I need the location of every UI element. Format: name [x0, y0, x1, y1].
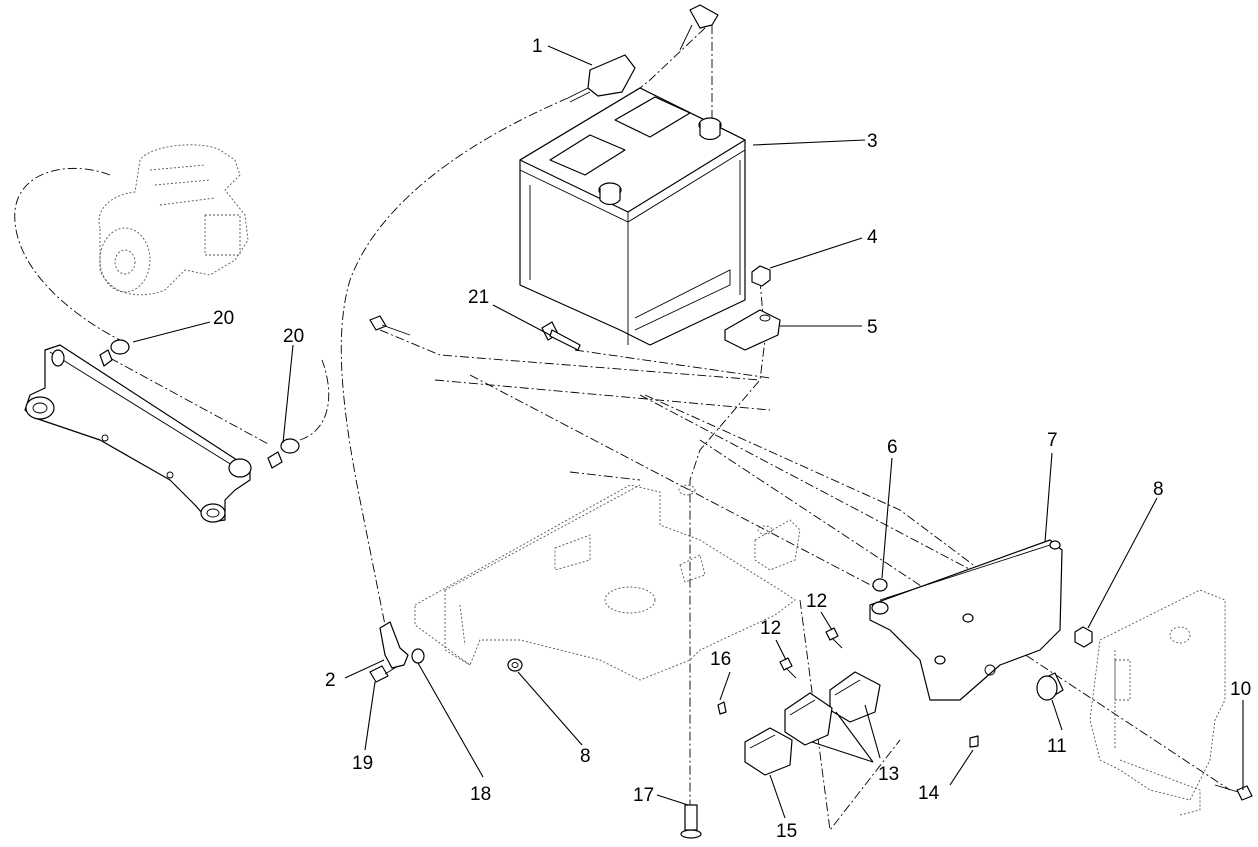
battery-hold-down: [724, 309, 781, 351]
callout-7: 7: [1047, 430, 1058, 451]
ring-terminal-right: [267, 438, 300, 469]
callout-10: 10: [1230, 679, 1251, 700]
controller-module: [1089, 589, 1226, 816]
callout-8-tray: 8: [580, 746, 591, 767]
callout-5: 5: [867, 317, 878, 338]
nut-6: [872, 578, 888, 592]
callout-19: 19: [352, 753, 373, 774]
bolt-10: [1214, 784, 1253, 801]
spacer-11: [1036, 672, 1064, 701]
callout-13: 13: [878, 764, 899, 785]
callout-labels: 1 2 3 4 5 6 7 8 8 10 11 12 12 13 14 15 1…: [213, 36, 1251, 842]
negative-cable: [679, 4, 719, 51]
nut-8-right: [1074, 626, 1093, 648]
solenoid-upper: [829, 671, 881, 723]
callout-17: 17: [633, 785, 654, 806]
positive-cable-boot: [567, 54, 636, 103]
callout-20-right: 20: [283, 326, 304, 347]
callout-8-right: 8: [1153, 479, 1164, 500]
callout-18: 18: [470, 784, 491, 805]
screw-16: [717, 701, 727, 715]
screw-12-left: [779, 657, 797, 679]
bolt-21: [541, 321, 581, 351]
callout-3: 3: [867, 131, 878, 152]
screw-12-right: [825, 627, 843, 649]
phantom-lines: [14, 25, 1231, 832]
screw-14: [969, 735, 979, 748]
battery-tray: [414, 484, 801, 681]
callout-15: 15: [776, 821, 797, 842]
ring-terminal-2: [379, 621, 409, 669]
callout-6: 6: [887, 437, 898, 458]
solenoid-bracket: [869, 539, 1063, 701]
starter-motor: [98, 144, 249, 296]
callout-12-left: 12: [760, 618, 781, 639]
callout-20-left: 20: [213, 308, 234, 329]
callout-1: 1: [532, 36, 543, 57]
callout-2: 2: [325, 670, 336, 691]
solenoid-middle: [784, 692, 833, 746]
callout-4: 4: [867, 227, 878, 248]
starter-bracket: [24, 344, 252, 523]
washer-18: [411, 648, 425, 664]
callout-21: 21: [468, 287, 489, 308]
callout-11: 11: [1047, 736, 1067, 757]
bolt-upper-left: [369, 315, 411, 336]
flange-nut-4: [751, 265, 771, 287]
nut-8-tray: [507, 658, 523, 672]
callout-16: 16: [710, 649, 731, 670]
bolt-19: [369, 665, 399, 683]
callout-14: 14: [918, 783, 940, 804]
relay-15: [744, 727, 793, 776]
bolt-17: [680, 804, 702, 839]
ring-terminal-left: [99, 339, 130, 367]
battery: [519, 87, 746, 346]
callout-12-right: 12: [806, 591, 827, 612]
leader-lines: [132, 45, 1244, 819]
